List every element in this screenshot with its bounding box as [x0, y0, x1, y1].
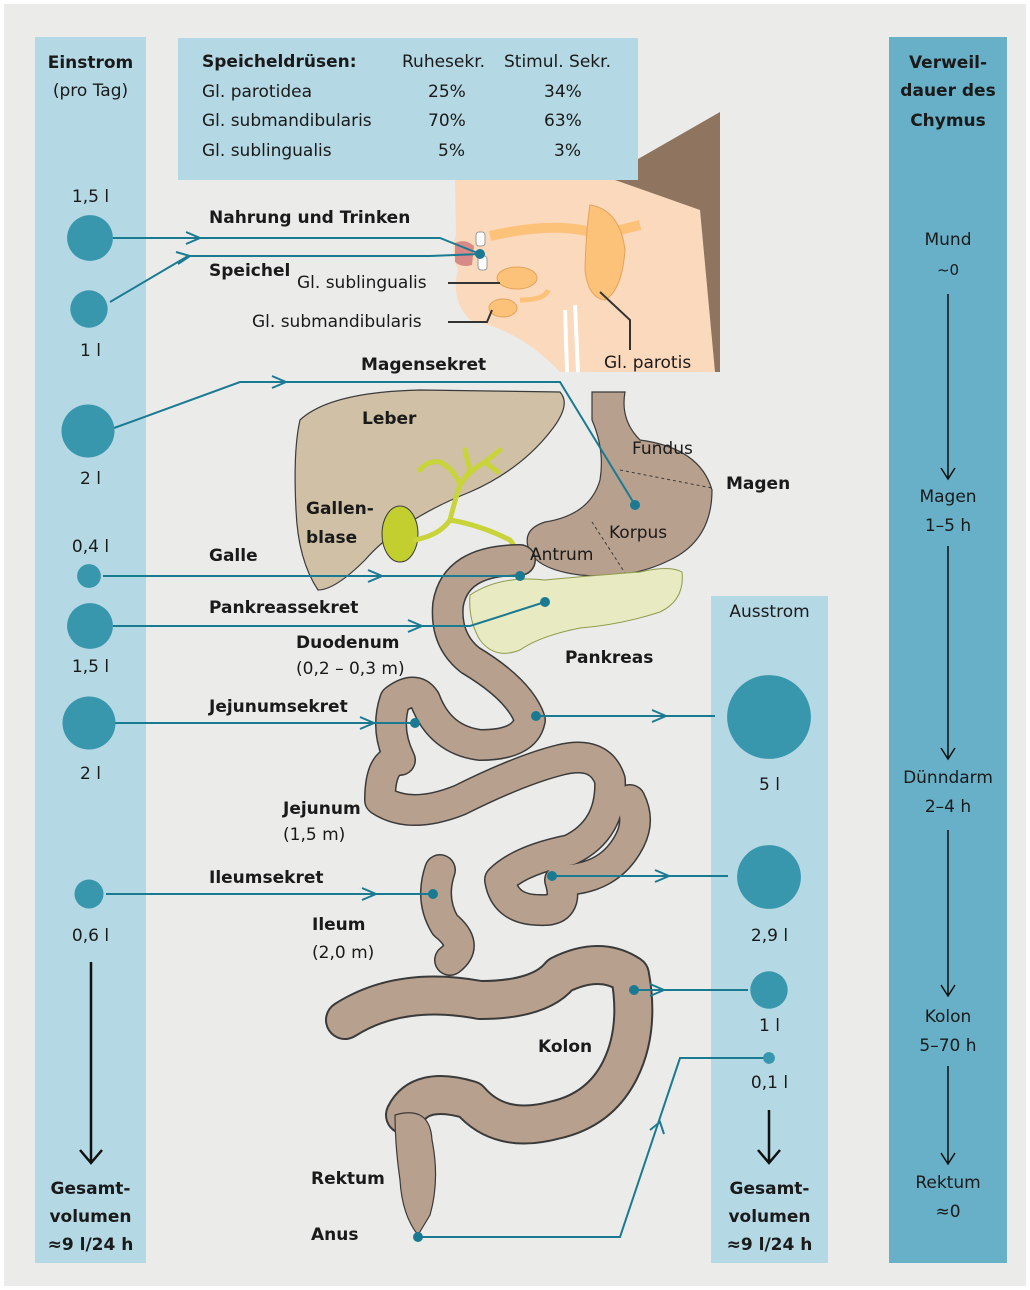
residence-header-line2: dauer des	[889, 80, 1007, 102]
inflow-bubbles	[62, 215, 116, 908]
col-header-rest: Ruhesekr.	[402, 51, 485, 73]
salivary-glands-table: Speicheldrüsen: Ruhesekr. Stimul. Sekr. …	[178, 38, 638, 180]
inflow-label: Jejunumsekret	[209, 696, 348, 718]
label-gallenblase-2: blase	[306, 527, 357, 549]
outflow-header: Ausstrom	[711, 601, 828, 623]
col-header-stim: Stimul. Sekr.	[504, 51, 611, 73]
table-row-rest: 70%	[428, 110, 466, 132]
inflow-total-line1: Gesamt-	[35, 1178, 146, 1200]
outflow-volume: 1 l	[711, 1015, 828, 1037]
table-row-rest: 25%	[428, 81, 466, 103]
table-row-stim: 63%	[544, 110, 582, 132]
inflow-volume: 2 l	[35, 763, 146, 785]
table-title: Speicheldrüsen:	[202, 51, 357, 73]
inflow-total-value: ≈9 l/24 h	[35, 1234, 146, 1256]
volume-bubble	[75, 880, 104, 909]
residence-stage-time: ~0	[889, 259, 1007, 281]
label-kolon: Kolon	[538, 1036, 592, 1058]
volume-bubble	[67, 603, 113, 649]
volume-bubble	[727, 675, 811, 759]
rectum-shape	[395, 1113, 436, 1235]
residence-stage-time: 1–5 h	[889, 515, 1007, 537]
outflow-bubbles	[727, 675, 811, 1064]
inflow-label: Magensekret	[361, 354, 486, 376]
label-ileum-length: (2,0 m)	[312, 942, 374, 964]
label-anus: Anus	[311, 1224, 358, 1246]
volume-bubble	[77, 564, 101, 588]
table-row-stim: 3%	[554, 140, 581, 162]
residence-stage-name: Rektum	[889, 1172, 1007, 1194]
inflow-subheader: (pro Tag)	[35, 80, 146, 102]
volume-bubble	[737, 845, 801, 909]
inflow-volume: 1,5 l	[35, 186, 146, 208]
residence-stage-name: Dünndarm	[889, 767, 1007, 789]
residence-stage-name: Kolon	[889, 1006, 1007, 1028]
label-gl-parotis: Gl. parotis	[604, 352, 691, 374]
gallbladder-shape	[382, 506, 418, 562]
label-leber: Leber	[362, 408, 416, 430]
label-korpus: Korpus	[609, 522, 667, 544]
outflow-volume: 5 l	[711, 774, 828, 796]
sublingualis-gland	[497, 267, 537, 289]
residence-stage-name: Magen	[889, 486, 1007, 508]
label-fundus: Fundus	[632, 438, 693, 460]
inflow-label: Nahrung und Trinken	[209, 207, 410, 229]
table-row-name: Gl. submandibularis	[202, 110, 372, 132]
inflow-volume: 1 l	[35, 340, 146, 362]
outflow-total-value: ≈9 l/24 h	[711, 1234, 828, 1256]
residence-stage-time: 5–70 h	[889, 1035, 1007, 1057]
volume-bubble	[750, 971, 787, 1008]
label-jejunum: Jejunum	[283, 798, 361, 820]
label-rektum: Rektum	[311, 1168, 385, 1190]
table-row-rest: 5%	[438, 140, 465, 162]
label-pankreas: Pankreas	[565, 647, 653, 669]
residence-stage-time: ≈0	[889, 1201, 1007, 1223]
submandibularis-gland	[489, 299, 517, 317]
volume-bubble	[70, 290, 107, 327]
label-gl-submandibularis: Gl. submandibularis	[252, 311, 422, 333]
label-duodenum-length: (0,2 – 0,3 m)	[296, 658, 405, 680]
residence-arrows	[941, 294, 955, 1164]
table-row-name: Gl. parotidea	[202, 81, 312, 103]
label-gallenblase-1: Gallen-	[306, 498, 374, 520]
volume-bubble	[763, 1052, 775, 1064]
table-row-name: Gl. sublingualis	[202, 140, 332, 162]
residence-header-line1: Verweil-	[889, 52, 1007, 74]
inflow-volume: 0,6 l	[35, 925, 146, 947]
volume-bubble	[63, 697, 116, 750]
residence-stage-time: 2–4 h	[889, 796, 1007, 818]
inflow-label: Speichel	[209, 260, 290, 282]
inflow-volume: 2 l	[35, 468, 146, 490]
label-antrum: Antrum	[530, 544, 593, 566]
outflow-total-line1: Gesamt-	[711, 1178, 828, 1200]
inflow-label: Pankreassekret	[209, 597, 358, 619]
label-jejunum-length: (1,5 m)	[283, 824, 345, 846]
inflow-label: Ileumsekret	[209, 867, 324, 889]
inflow-header: Einstrom	[35, 52, 146, 74]
residence-header-line3: Chymus	[889, 110, 1007, 132]
label-gl-sublingualis: Gl. sublingualis	[297, 272, 427, 294]
pancreas-shape	[470, 569, 683, 654]
inflow-total-line2: volumen	[35, 1206, 146, 1228]
outflow-total-line2: volumen	[711, 1206, 828, 1228]
label-magen: Magen	[726, 473, 790, 495]
table-row-stim: 34%	[544, 81, 582, 103]
outflow-volume: 0,1 l	[711, 1072, 828, 1094]
residence-stage-name: Mund	[889, 229, 1007, 251]
inflow-label: Galle	[209, 545, 258, 567]
inflow-volume: 0,4 l	[35, 536, 146, 558]
volume-bubble	[62, 405, 115, 458]
volume-bubble	[67, 215, 113, 261]
label-duodenum: Duodenum	[296, 632, 400, 654]
outflow-volume: 2,9 l	[711, 925, 828, 947]
inflow-volume: 1,5 l	[35, 656, 146, 678]
label-ileum: Ileum	[312, 914, 366, 936]
